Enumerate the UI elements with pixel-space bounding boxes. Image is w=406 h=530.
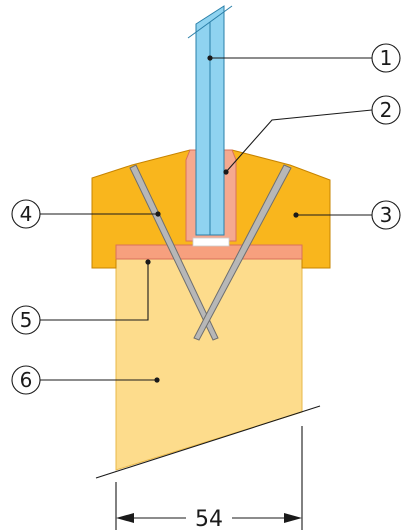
strip — [115, 244, 303, 260]
callout-label-2: 2 — [380, 98, 393, 122]
leader-dot-1 — [207, 55, 213, 61]
dimension-arrow-left — [116, 513, 134, 523]
leader-2 — [225, 109, 373, 173]
spike-right — [193, 164, 292, 341]
glass-break-line — [187, 5, 233, 39]
leader-dot-4 — [155, 211, 161, 217]
callout-label-3: 3 — [380, 203, 393, 227]
callout-circle-5 — [11, 305, 41, 335]
callout-label-5: 5 — [20, 308, 33, 332]
dimension-value: 54 — [195, 507, 223, 530]
dimension-arrow-right — [284, 513, 302, 523]
leader-dot-5 — [145, 259, 151, 265]
callout-label-4: 4 — [20, 202, 33, 226]
dimension-lines — [95, 405, 321, 530]
callout-circle-4 — [11, 199, 41, 229]
leader-dot-6 — [154, 377, 160, 383]
leader-dots — [145, 55, 299, 383]
leader-dot-2 — [223, 169, 229, 175]
callout-circle-1 — [371, 43, 401, 73]
leader-dot-3 — [293, 212, 299, 218]
spike-left — [129, 164, 219, 341]
callout-circle-6 — [11, 365, 41, 395]
base-block — [115, 249, 303, 471]
callout-label-1: 1 — [380, 46, 393, 70]
callout-circle-3 — [371, 200, 401, 230]
leader-5 — [40, 262, 149, 321]
leader-lines — [40, 57, 373, 381]
callout-circle-2 — [371, 95, 401, 125]
setting-block — [192, 237, 230, 247]
slope-line — [95, 405, 321, 479]
callout-label-6: 6 — [20, 368, 33, 392]
callout-circles — [11, 43, 401, 395]
